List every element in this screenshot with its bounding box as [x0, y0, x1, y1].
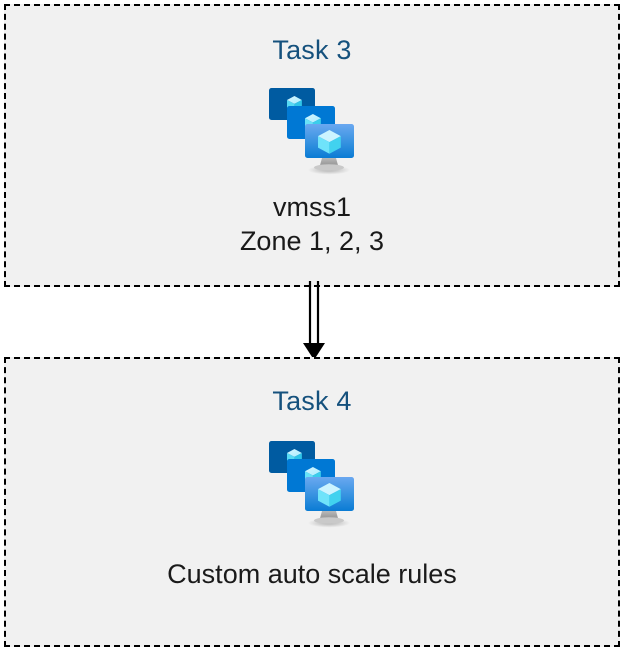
task4-title: Task 4 — [272, 386, 352, 416]
task3-caption-line-2: Zone 1, 2, 3 — [239, 226, 385, 256]
monitor-stand — [314, 158, 344, 171]
task4-caption: Custom auto scale rules — [167, 557, 457, 591]
task4-caption-line-1: Custom auto scale rules — [167, 559, 457, 589]
monitor-front — [305, 477, 354, 511]
double-line-arrow — [299, 281, 329, 361]
task-box-task4: Task 4 — [4, 357, 620, 647]
azure-vm-scale-set-icon — [265, 437, 359, 529]
monitor-front — [305, 124, 354, 158]
task-box-task3: Task 3 — [4, 4, 620, 287]
arrow-head — [303, 343, 325, 360]
task3-caption: vmss1 Zone 1, 2, 3 — [240, 190, 384, 258]
monitor-stand — [314, 511, 344, 524]
task3-caption-line-1: vmss1 — [272, 192, 351, 222]
azure-vm-scale-set-icon — [265, 84, 359, 176]
task3-title: Task 3 — [272, 35, 352, 65]
